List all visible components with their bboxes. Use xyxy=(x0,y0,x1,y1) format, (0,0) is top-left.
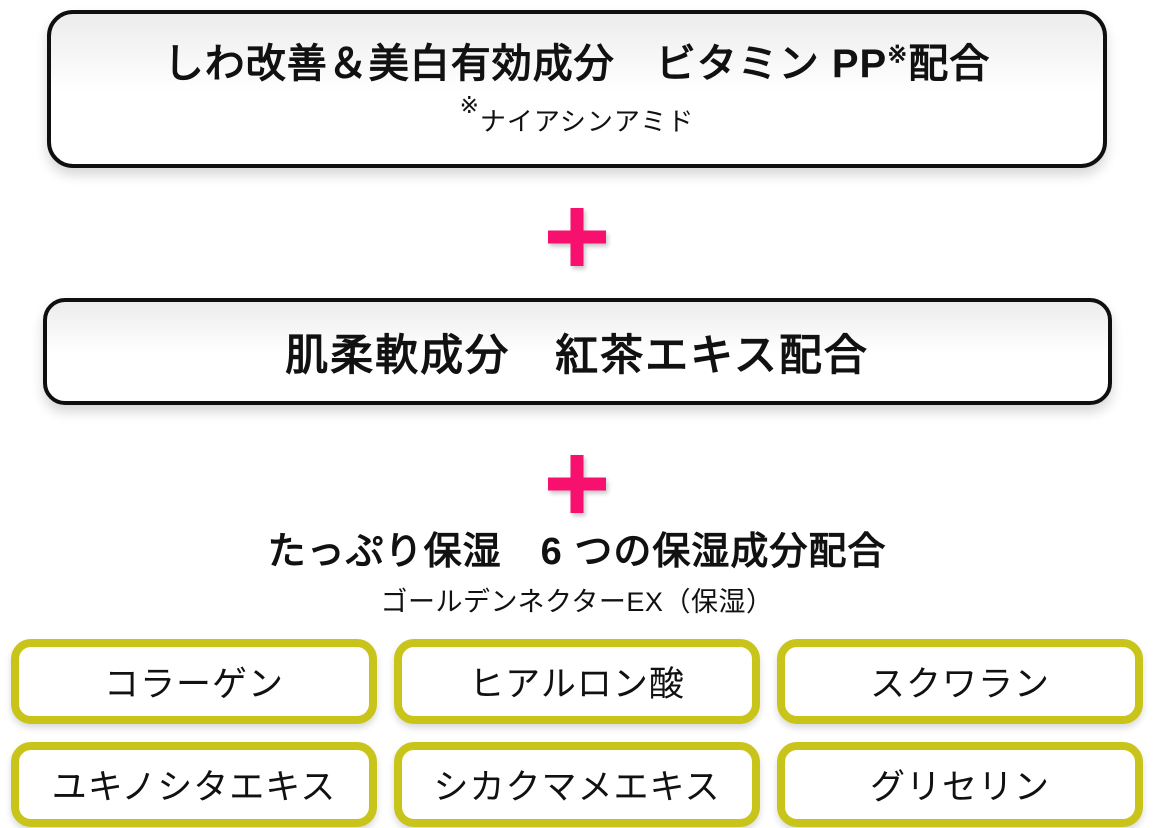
vitamin-pp-title-tail: 配合 xyxy=(908,41,991,86)
ingredient-label: ヒアルロン酸 xyxy=(469,664,685,704)
ingredient-label: ユキノシタエキス xyxy=(51,767,337,807)
reference-mark: ※ xyxy=(459,91,480,118)
ingredient-label: グリセリン xyxy=(869,767,1050,807)
ingredient-label: シカクマメエキス xyxy=(433,767,721,807)
reference-mark: ※ xyxy=(887,41,909,69)
vitamin-pp-title-main: しわ改善＆美白有効成分 ビタミン PP xyxy=(163,41,888,86)
ingredient-box-collagen: コラーゲン xyxy=(11,638,377,724)
ingredient-label: コラーゲン xyxy=(103,664,284,704)
plus-icon-horizontal-bar xyxy=(548,230,606,244)
plus-icon-horizontal-bar xyxy=(548,477,606,491)
moisture-subheading: ゴールデンネクターEX（保湿） xyxy=(380,586,774,617)
tea-extract-title: 肌柔軟成分 紅茶エキス配合 xyxy=(285,331,869,380)
vitamin-pp-note: ※ナイアシンアミド xyxy=(460,92,695,139)
plus-icon xyxy=(548,455,606,513)
ingredient-box-winged-bean-extract: シカクマメエキス xyxy=(394,741,760,827)
plus-icon xyxy=(548,208,606,266)
vitamin-pp-note-text: ナイアシンアミド xyxy=(479,106,695,137)
ingredient-box-hyaluronic-acid: ヒアルロン酸 xyxy=(394,638,760,724)
ingredient-box-saxifrage-extract: ユキノシタエキス xyxy=(11,741,377,827)
ingredient-grid: コラーゲン ヒアルロン酸 スクワラン ユキノシタエキス シカクマメエキス グリセ… xyxy=(11,638,1143,827)
moisture-heading: たっぷり保湿 6 つの保湿成分配合 xyxy=(267,531,887,573)
ingredient-label: スクワラン xyxy=(869,664,1050,704)
ingredient-box-glycerin: グリセリン xyxy=(777,741,1143,827)
vitamin-pp-title: しわ改善＆美白有効成分 ビタミン PP※配合 xyxy=(164,42,991,86)
tea-extract-box: 肌柔軟成分 紅茶エキス配合 xyxy=(42,298,1112,405)
ingredient-box-squalane: スクワラン xyxy=(777,638,1143,724)
vitamin-pp-box: しわ改善＆美白有効成分 ビタミン PP※配合 ※ナイアシンアミド xyxy=(47,10,1107,168)
